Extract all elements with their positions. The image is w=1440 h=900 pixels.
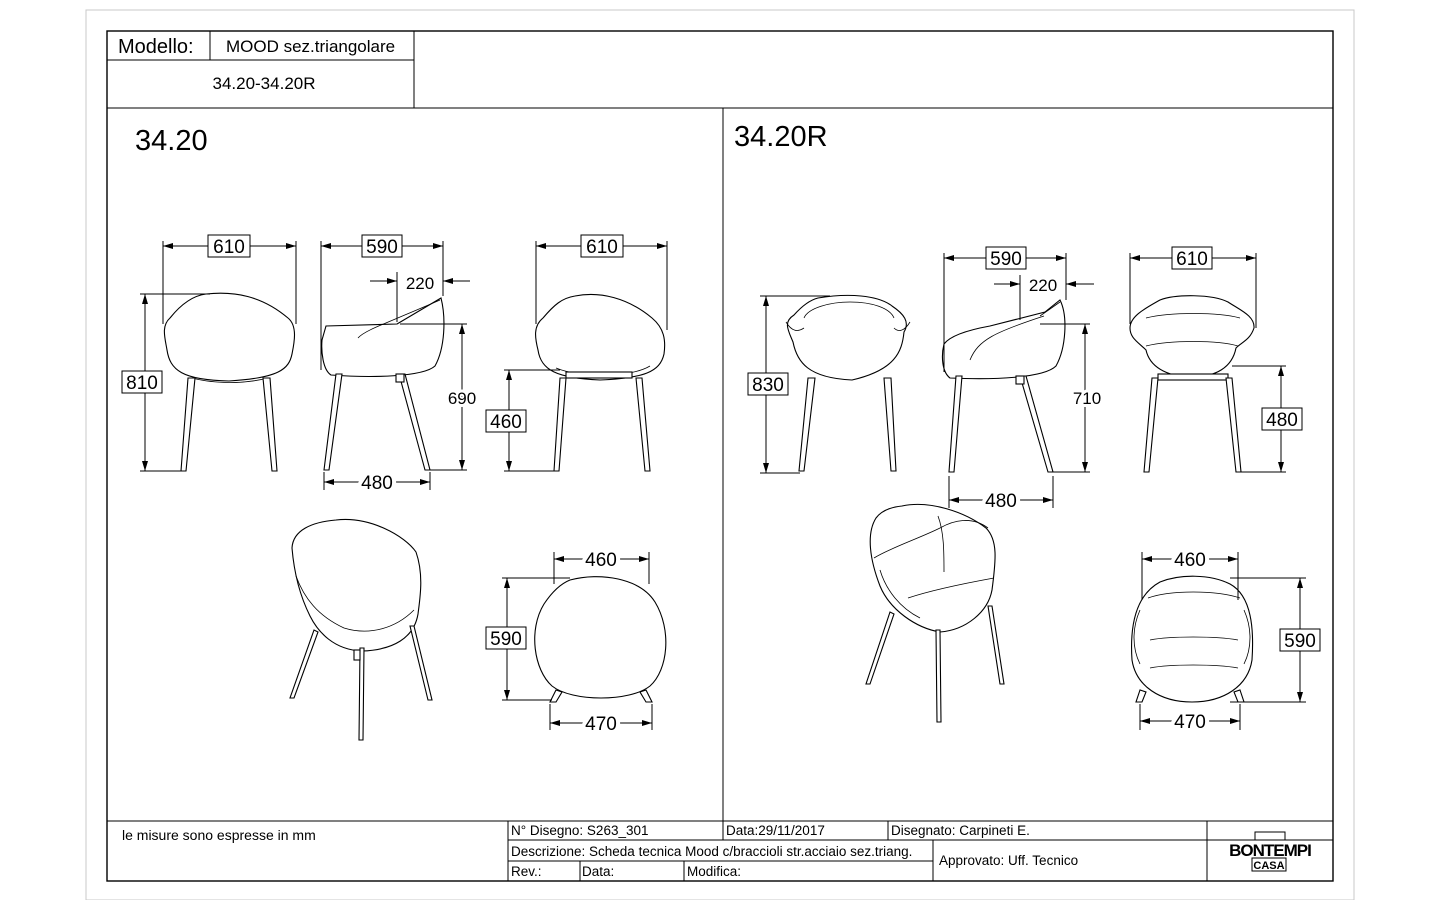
model-codes: 34.20-34.20R bbox=[212, 74, 315, 93]
bontempi-casa-logo: BONTEMPI CASA bbox=[1229, 831, 1312, 872]
dim-side-base-34-20r: 480 bbox=[985, 491, 1017, 512]
drawing-date: Data:29/11/2017 bbox=[726, 823, 825, 838]
panel-title-34-20: 34.20 bbox=[135, 125, 208, 157]
dim-top-width-34-20: 460 bbox=[585, 550, 617, 571]
dim-front-height-34-20r: 830 bbox=[752, 375, 784, 396]
dim-side-back-34-20r: 220 bbox=[1029, 276, 1057, 295]
dim-side-seat-height-34-20: 690 bbox=[448, 389, 476, 408]
rev-label: Rev.: bbox=[511, 864, 542, 879]
back-view-34-20r bbox=[1129, 295, 1255, 473]
dim-top-width-34-20r: 460 bbox=[1174, 550, 1206, 571]
dim-side-seat-height-34-20r: 710 bbox=[1073, 389, 1101, 408]
model-name: MOOD sez.triangolare bbox=[226, 37, 395, 56]
data-label: Data: bbox=[582, 864, 614, 879]
dim-top-base-34-20r: 470 bbox=[1174, 712, 1206, 733]
back-view-34-20 bbox=[535, 293, 666, 472]
dim-top-depth-34-20: 590 bbox=[490, 629, 522, 650]
front-view-34-20r bbox=[785, 294, 911, 472]
drawing-description: Descrizione: Scheda tecnica Mood c/bracc… bbox=[511, 844, 912, 859]
drawing-number: N° Disegno: S263_301 bbox=[511, 823, 649, 838]
paper-border bbox=[85, 9, 1355, 900]
approved-by: Approvato: Uff. Tecnico bbox=[939, 853, 1078, 868]
drawing-frame bbox=[106, 30, 1334, 882]
panel-34-20: 34.20 610 810 590 bbox=[121, 125, 668, 741]
svg-text:BONTEMPI: BONTEMPI bbox=[1229, 841, 1311, 860]
panel-title-34-20r: 34.20R bbox=[734, 121, 828, 153]
side-view-34-20 bbox=[321, 297, 445, 471]
dim-side-base-34-20: 480 bbox=[361, 473, 393, 494]
dim-back-width-34-20r: 610 bbox=[1176, 249, 1208, 270]
front-view-34-20 bbox=[163, 292, 296, 472]
perspective-view-34-20r bbox=[865, 503, 1005, 723]
dim-side-back-34-20: 220 bbox=[406, 274, 434, 293]
units-note: le misure sono espresse in mm bbox=[122, 827, 316, 843]
title-block: le misure sono espresse in mm N° Disegno… bbox=[107, 820, 1333, 881]
perspective-view-34-20 bbox=[289, 518, 433, 741]
panel-34-20r: 34.20R 830 590 22 bbox=[734, 121, 1321, 737]
modifica-label: Modifica: bbox=[687, 864, 741, 879]
model-label: Modello: bbox=[118, 36, 194, 58]
drawn-by: Disegnato: Carpineti E. bbox=[891, 823, 1030, 838]
dim-front-width-34-20: 610 bbox=[213, 237, 245, 258]
dim-side-depth-34-20: 590 bbox=[366, 237, 398, 258]
dim-side-depth-34-20r: 590 bbox=[990, 249, 1022, 270]
dim-back-seat-height-34-20: 460 bbox=[490, 412, 522, 433]
dim-back-width-34-20: 610 bbox=[586, 237, 618, 258]
dim-top-depth-34-20r: 590 bbox=[1284, 631, 1316, 652]
dim-front-height-34-20: 810 bbox=[126, 373, 158, 394]
dim-top-base-34-20: 470 bbox=[585, 714, 617, 735]
dim-back-seat-height-34-20r: 480 bbox=[1266, 410, 1298, 431]
top-view-34-20r bbox=[1131, 575, 1254, 703]
side-view-34-20r bbox=[941, 299, 1066, 473]
svg-text:CASA: CASA bbox=[1253, 860, 1284, 872]
top-view-34-20 bbox=[534, 576, 667, 703]
header-block: Modello: MOOD sez.triangolare 34.20-34.2… bbox=[107, 31, 1333, 109]
